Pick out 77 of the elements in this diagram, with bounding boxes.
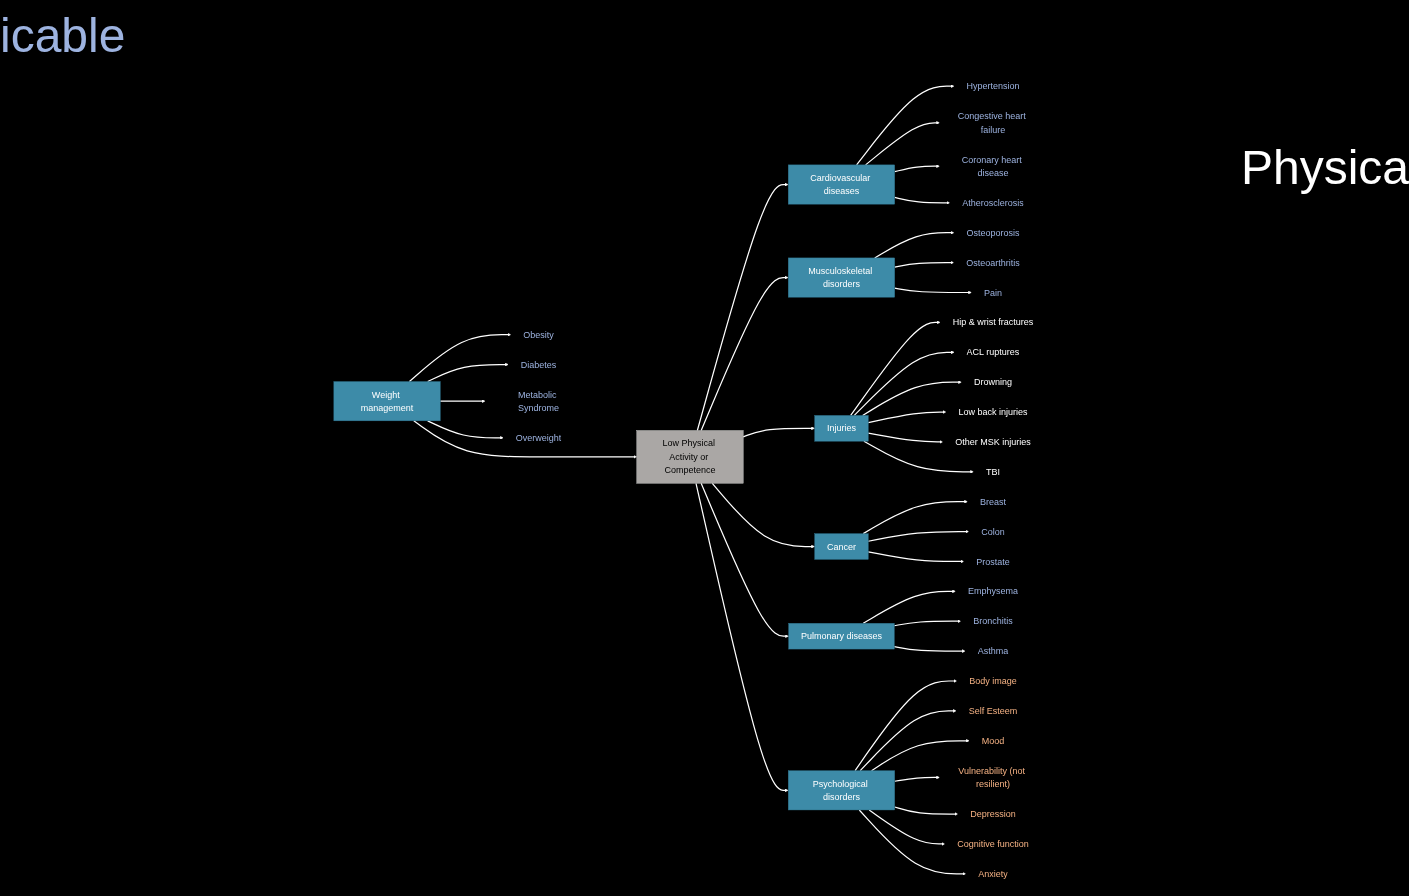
- node-text: Atherosclerosis: [962, 197, 1024, 208]
- partial-heading: Physica: [1240, 140, 1409, 195]
- node-text: Overweight: [515, 432, 562, 443]
- node-text: Prostate: [976, 556, 1010, 567]
- node-box: Pulmonary diseases: [788, 623, 895, 650]
- node-text: Asthma: [977, 646, 1009, 657]
- node-text: Mood: [981, 735, 1005, 746]
- node-text: Obesity: [523, 329, 554, 340]
- arrow: [867, 410, 947, 424]
- node-text: Self Esteem: [968, 705, 1018, 717]
- arrow: [700, 275, 789, 432]
- arrow: [862, 380, 962, 417]
- arrow: [867, 529, 970, 542]
- node-box: Cardiovascular diseases: [788, 164, 895, 205]
- arrow: [853, 350, 955, 417]
- arrow: [858, 809, 967, 876]
- arrow: [894, 806, 959, 816]
- node-text: Metabolic Syndrome: [518, 389, 560, 414]
- arrow: [874, 230, 955, 259]
- node-text: Anxiety: [978, 868, 1008, 879]
- node-text: Pain: [983, 287, 1002, 298]
- arrow: [864, 121, 940, 166]
- node-text: Cognitive function: [957, 838, 1029, 850]
- node-text: Low back injuries: [958, 406, 1028, 418]
- node-text: Other MSK injuries: [955, 436, 1031, 448]
- arrow: [856, 84, 955, 166]
- arrow: [867, 432, 944, 444]
- arrow: [894, 775, 940, 782]
- arrow: [427, 362, 509, 383]
- node-text: Bronchitis: [973, 616, 1013, 627]
- node-box: Weight management: [333, 381, 441, 422]
- partial-heading: icable: [0, 8, 126, 63]
- arrow: [413, 420, 637, 459]
- arrow: [894, 196, 951, 205]
- node-box: Cancer: [814, 533, 869, 560]
- arrow: [850, 320, 941, 417]
- arrow: [695, 482, 789, 793]
- node-text: Hip & wrist fractures: [952, 317, 1034, 328]
- arrow: [870, 739, 970, 772]
- node-box: Injuries: [814, 415, 869, 442]
- arrow: [439, 399, 486, 403]
- arrow: [894, 260, 955, 268]
- node-text: ACL ruptures: [966, 347, 1020, 358]
- node-text: TBI: [985, 466, 1000, 477]
- node-text: Emphysema: [967, 586, 1018, 597]
- node-text: Hypertension: [966, 81, 1020, 92]
- arrow: [742, 426, 815, 438]
- node-text: Body image: [969, 675, 1017, 687]
- arrow: [711, 482, 815, 549]
- arrow: [859, 709, 957, 772]
- arrow: [700, 482, 789, 638]
- arrow: [868, 809, 946, 846]
- node-text: Drowning: [973, 377, 1012, 388]
- node-text: Coronary heart disease: [961, 154, 1022, 179]
- arrow: [893, 646, 966, 653]
- node-text: Osteoarthritis: [966, 257, 1020, 268]
- node-text: Vulnerability (not resilient): [958, 765, 1026, 790]
- node-box: Low Physical Activity or Competence: [636, 430, 744, 484]
- node-text: Breast: [979, 496, 1006, 507]
- node-box: Psychological disorders: [788, 770, 895, 811]
- arrow: [854, 679, 958, 772]
- node-text: Diabetes: [520, 359, 557, 370]
- node-text: Colon: [981, 526, 1005, 537]
- arrow: [894, 287, 972, 295]
- arrow: [696, 182, 789, 432]
- arrow: [894, 164, 940, 173]
- arrow: [893, 619, 962, 627]
- node-box: Musculoskeletal disorders: [788, 257, 895, 298]
- arrow: [862, 589, 956, 624]
- node-text: Congestive heart failure: [957, 110, 1026, 135]
- arrow: [408, 332, 512, 383]
- arrow: [427, 420, 504, 440]
- arrow: [862, 499, 968, 535]
- node-text: Osteoporosis: [966, 227, 1020, 238]
- arrow: [863, 440, 974, 474]
- node-text: Depression: [970, 808, 1016, 820]
- arrow: [867, 551, 965, 564]
